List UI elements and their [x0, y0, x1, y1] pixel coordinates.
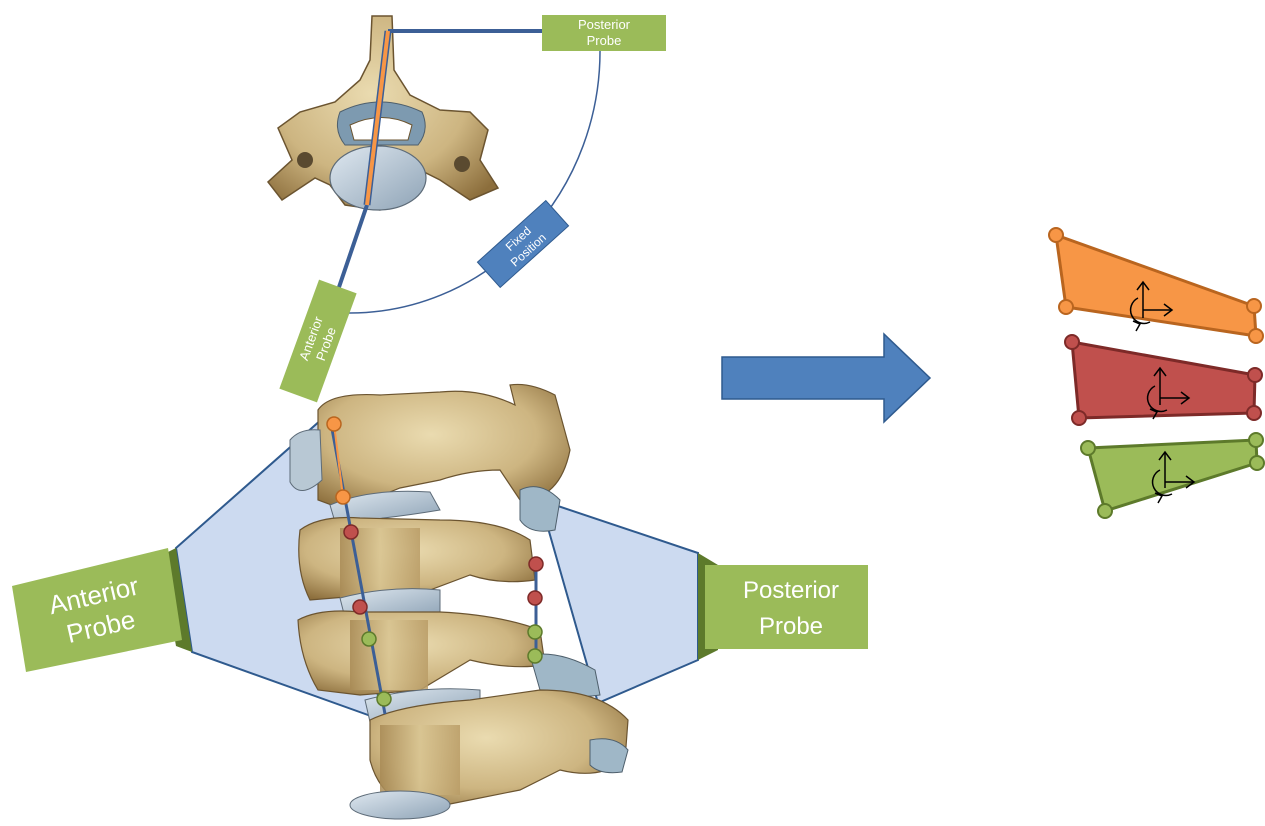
landmark-orange-2	[336, 490, 350, 504]
segment-models	[1049, 228, 1264, 518]
landmark-green-4	[528, 649, 542, 663]
anterior-probe-line	[337, 205, 367, 293]
top-posterior-probe: Posterior Probe	[542, 15, 666, 51]
top-anterior-probe: Anterior Probe	[279, 280, 356, 403]
red-segment	[1065, 335, 1262, 425]
landmark-red-3	[529, 557, 543, 571]
landmark-red-2	[353, 600, 367, 614]
landmark-red-4	[528, 591, 542, 605]
top-posterior-probe-label-1: Posterior	[578, 17, 631, 32]
landmark-green-2	[377, 692, 391, 706]
landmark-orange-1	[327, 417, 341, 431]
anterior-probe: Anterior Probe	[12, 548, 192, 672]
top-posterior-probe-label-2: Probe	[587, 33, 622, 48]
green-segment	[1081, 433, 1264, 518]
lateral-spine-view: Anterior Probe Posterior Probe	[12, 384, 868, 819]
orange-segment	[1049, 228, 1263, 343]
right-arrow-icon	[722, 334, 930, 422]
posterior-probe-label-2: Probe	[759, 613, 823, 640]
landmark-green-1	[362, 632, 376, 646]
landmark-green-3	[528, 625, 542, 639]
top-axial-view: Posterior Probe Fixed Position Anterior …	[268, 15, 666, 402]
landmark-red-1	[344, 525, 358, 539]
posterior-probe: Posterior Probe	[698, 553, 868, 660]
fixed-position-box: Fixed Position	[477, 201, 568, 288]
posterior-probe-label-1: Posterior	[743, 577, 839, 604]
